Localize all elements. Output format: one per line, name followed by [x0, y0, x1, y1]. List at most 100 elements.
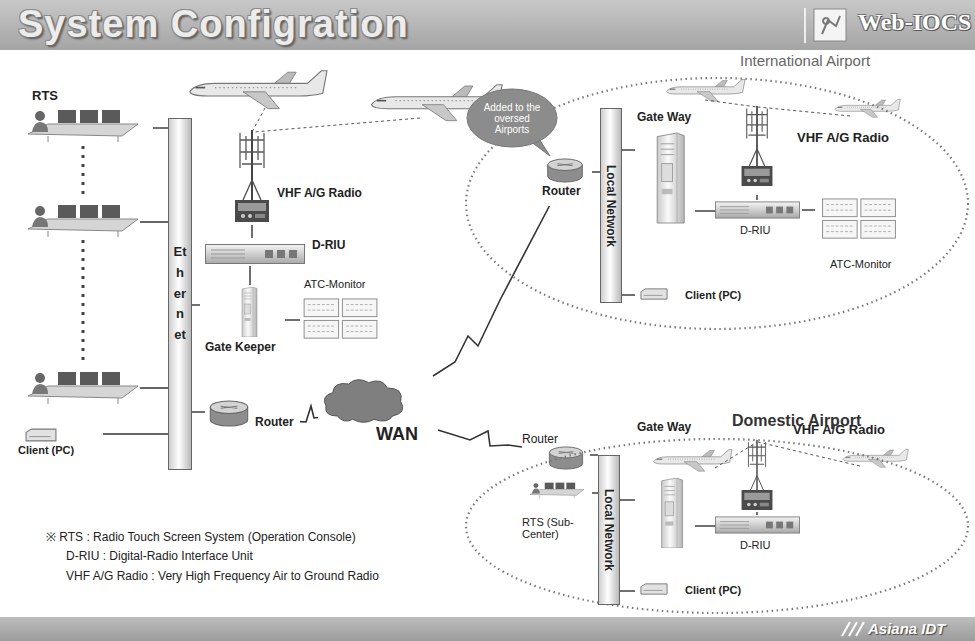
- node-label: Local Network: [602, 489, 616, 571]
- local-network-bus: Local Network: [598, 455, 620, 605]
- node-label: VHF A/G Radio: [797, 130, 889, 145]
- callout-bubble: Added to the oversed Airports: [466, 88, 558, 154]
- radio-link: [252, 108, 420, 132]
- legend-note: D-RIU : Digital-Radio Interface Unit: [66, 549, 253, 563]
- cloud-outline: [324, 380, 402, 423]
- product-name: Web-IOCS: [858, 9, 971, 36]
- vhf-radio: VHF A/G Radio: [232, 128, 402, 225]
- node-label: D-RIU: [740, 224, 771, 236]
- node-label: D-RIU: [740, 539, 771, 551]
- antenna-icon: [240, 130, 264, 200]
- server-icon: [662, 478, 683, 548]
- node-label: Router: [542, 184, 581, 198]
- server-icon: [657, 133, 684, 223]
- network-wire: [249, 266, 250, 285]
- antenna-icon: [748, 440, 765, 490]
- network-wire: [103, 433, 168, 434]
- router-icon: [548, 159, 583, 182]
- node-label: VHF A/G Radio: [793, 422, 885, 437]
- router-icon: [210, 401, 247, 426]
- logo-figure: [822, 16, 840, 34]
- wan-cloud: WAN: [318, 376, 438, 446]
- client-pc: Client (PC): [635, 580, 770, 604]
- logo-box: [814, 9, 846, 41]
- node-label: RTS (Sub-Center): [522, 516, 590, 540]
- gate-way: Gate Way: [635, 102, 695, 237]
- node-label: WAN: [376, 424, 418, 445]
- legend-note: VHF A/G Radio : Very High Frequency Air …: [66, 569, 379, 583]
- wan-link: [300, 406, 318, 422]
- node-label: Router: [255, 415, 294, 429]
- console-icon: [530, 483, 584, 499]
- legend-note: ※ RTS : Radio Touch Screen System (Opera…: [46, 528, 356, 545]
- wan-link: [438, 430, 522, 447]
- node-label: International Airport: [740, 52, 870, 69]
- rts-console-group: RTS: [18, 88, 153, 410]
- node-label: Client (PC): [685, 289, 741, 301]
- router: Router: [532, 158, 592, 206]
- network-wire: [695, 210, 715, 211]
- node-label: Local Network: [604, 164, 618, 246]
- airplane-icon: [667, 80, 745, 102]
- node-label: D-RIU: [312, 238, 345, 252]
- network-wire: [802, 209, 815, 210]
- logo-mark: [842, 622, 864, 636]
- domestic-airport: Domestic AirportLocal NetworkRouterRTS (…: [462, 412, 972, 614]
- node-label: Ethernet: [174, 242, 187, 346]
- node-label: Gate Way: [637, 110, 691, 124]
- d-riu: D-RIU: [205, 238, 350, 266]
- node-label: VHF A/G Radio: [277, 186, 362, 200]
- router: Router: [522, 432, 590, 472]
- atc-monitor: ATC-Monitor: [300, 278, 385, 348]
- network-wire: [620, 499, 635, 500]
- network-wire: [153, 127, 168, 128]
- network-wire: [695, 525, 715, 526]
- client-pc: Client (PC): [635, 284, 770, 310]
- radio-icon: [742, 490, 773, 510]
- router-icon: [549, 447, 582, 469]
- antenna-icon: [747, 106, 768, 166]
- console-icon: [28, 205, 138, 237]
- network-wire: [251, 225, 252, 238]
- network-wire: [592, 171, 600, 172]
- wan-link: [433, 206, 549, 376]
- local-network-bus: Local Network: [600, 108, 622, 303]
- page-title: System Configration: [18, 3, 409, 46]
- monitor-icon: [304, 299, 377, 338]
- network-wire: [192, 304, 200, 305]
- network-wire: [620, 590, 635, 591]
- radio-icon: [742, 166, 773, 186]
- network-wire: [285, 319, 300, 320]
- rts-sub-center: RTS (Sub-Center): [522, 476, 592, 556]
- vhf-radio: VHF A/G Radio: [735, 420, 935, 512]
- console-icon: [28, 372, 138, 404]
- pc-icon: [26, 429, 56, 441]
- router: Router: [205, 398, 300, 440]
- footer-bar: [0, 617, 975, 641]
- network-wire: [756, 195, 757, 200]
- network-wire: [756, 512, 757, 515]
- radio-link: [705, 100, 850, 116]
- server-icon: [242, 287, 257, 337]
- airplane-icon: [190, 71, 327, 109]
- console-icon: [28, 110, 138, 142]
- monitor-icon: [823, 199, 896, 238]
- airplane-icon: [835, 99, 900, 117]
- rack-icon: [715, 202, 799, 218]
- bubble-outline: [467, 89, 557, 147]
- node-label: Client (PC): [18, 444, 74, 456]
- network-wire: [622, 149, 635, 150]
- pc-icon: [641, 289, 667, 299]
- ellipse-outline: [466, 78, 968, 329]
- node-label: Gate Keeper: [205, 340, 276, 354]
- d-riu: D-RIU: [715, 515, 805, 557]
- rack-icon: [715, 517, 799, 533]
- ethernet-bus: Ethernet: [168, 118, 192, 470]
- atc-monitor: ATC-Monitor: [815, 196, 925, 278]
- node-label: Router: [522, 432, 558, 446]
- company-name: Asiana IDT: [868, 620, 946, 637]
- cloud-shape: [318, 376, 410, 424]
- rack-icon: [206, 245, 305, 264]
- node-label: RTS: [32, 88, 58, 103]
- client-pc: Client (PC): [18, 425, 103, 460]
